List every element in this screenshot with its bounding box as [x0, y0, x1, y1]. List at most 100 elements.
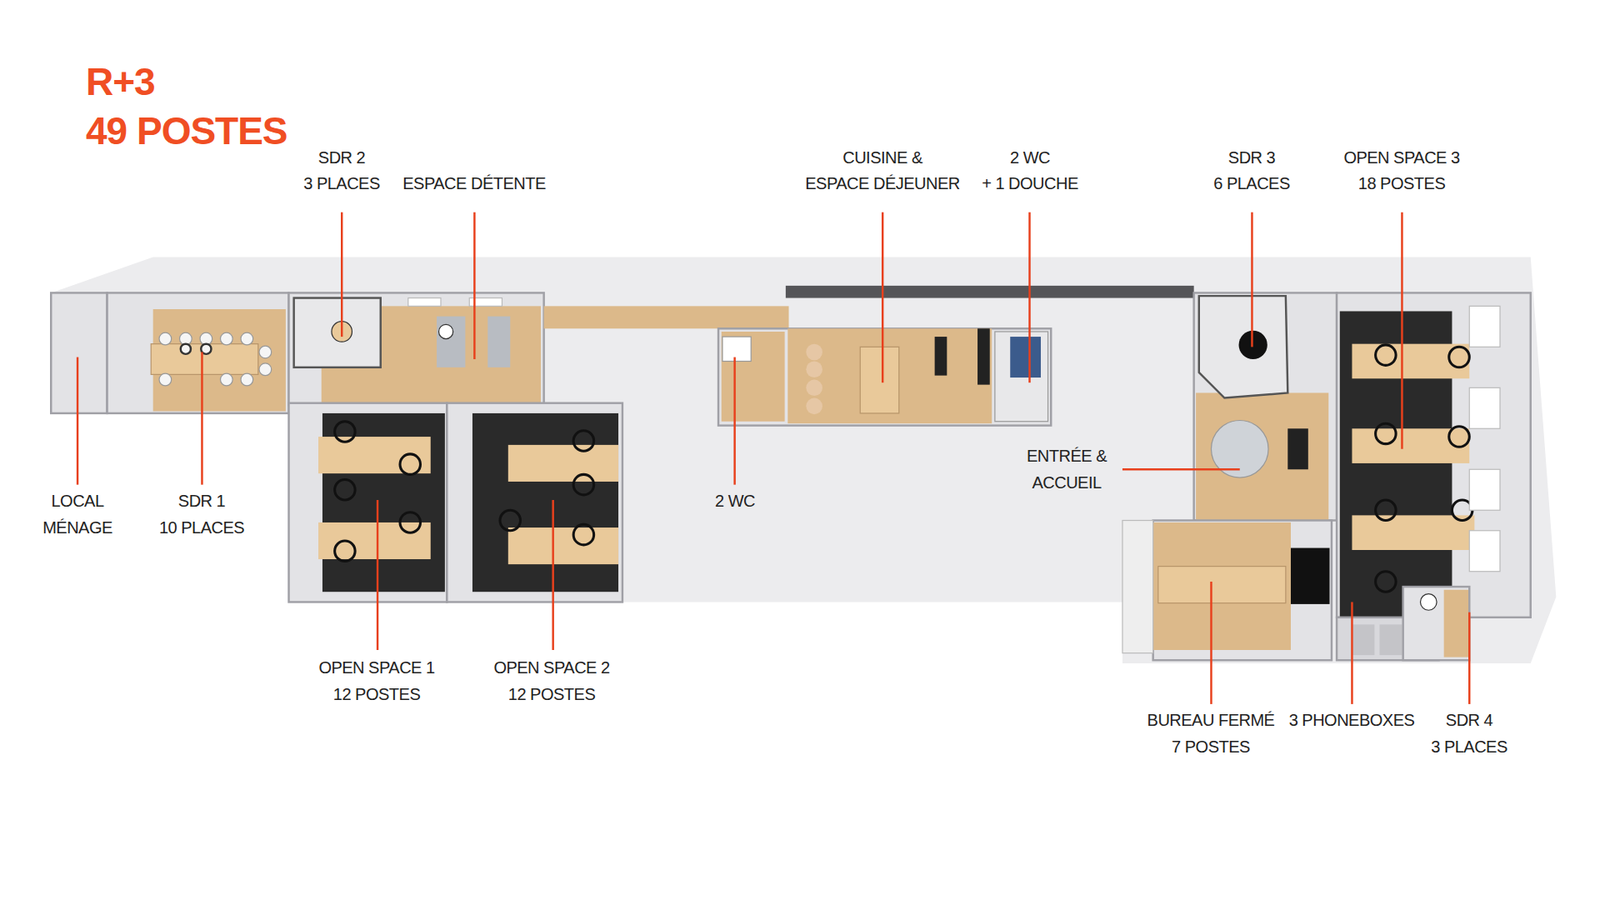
east-wing	[1153, 522, 1291, 650]
room-label: 7 POSTES	[1171, 737, 1250, 756]
open-space-2	[573, 430, 594, 451]
leader-line	[733, 357, 735, 485]
open-space-2	[446, 403, 623, 603]
open-space-1	[335, 421, 355, 442]
east-wing	[1194, 292, 1337, 520]
corridor-west	[289, 292, 790, 405]
room-label: LOCAL	[50, 491, 104, 510]
room-label: 2 WC	[1010, 148, 1050, 167]
center-wing	[860, 346, 900, 414]
east-wing	[1195, 392, 1329, 520]
open-space-3	[1449, 426, 1470, 447]
phoneboxes-and-sdr4	[1420, 594, 1437, 611]
open-space-1	[289, 403, 448, 603]
east-wing	[1287, 428, 1308, 470]
phoneboxes-and-sdr4	[1380, 624, 1403, 655]
open-space-3	[1469, 469, 1500, 510]
phoneboxes-and-sdr4	[1336, 586, 1470, 660]
room-label: ACCUEIL	[1031, 473, 1101, 492]
leader-line	[1468, 612, 1470, 705]
center-wing	[805, 344, 823, 361]
open-space-2	[573, 524, 594, 545]
center-wing	[787, 328, 992, 424]
room-label: + 1 DOUCHE	[981, 174, 1079, 193]
open-space-1	[400, 512, 420, 533]
open-space-1	[335, 480, 355, 500]
leader-line	[881, 212, 884, 383]
floor-title: R+3	[85, 60, 155, 104]
open-space-3	[1351, 515, 1475, 550]
open-space-3	[1449, 346, 1470, 367]
center-wing	[805, 360, 823, 378]
leader-line	[1028, 212, 1030, 383]
open-space-3	[1469, 305, 1500, 347]
leader-line	[551, 500, 554, 650]
center-wing	[805, 380, 823, 397]
leader-line	[376, 500, 379, 650]
room-label: SDR 2	[318, 148, 365, 167]
room-label: OPEN SPACE 3	[1343, 148, 1460, 167]
room-label: 3 PLACES	[1430, 737, 1508, 756]
open-space-2	[573, 474, 594, 495]
open-space-3	[1375, 423, 1396, 444]
open-space-2	[508, 527, 619, 565]
east-wing	[1153, 520, 1332, 660]
sdr1-room	[159, 373, 172, 386]
room-label: MÉNAGE	[42, 518, 113, 537]
corridor-west	[487, 316, 510, 368]
room-label: 10 PLACES	[159, 518, 245, 537]
sdr1-room	[220, 332, 233, 345]
east-wing	[1290, 548, 1330, 605]
sdr1-room	[180, 344, 191, 355]
building-shadow	[50, 257, 1556, 664]
center-wing	[935, 336, 948, 376]
sdr1-room	[240, 332, 254, 345]
phoneboxes-and-sdr4	[1444, 590, 1469, 658]
open-space-3	[1375, 500, 1396, 520]
leader-line	[1210, 581, 1212, 705]
leader-line	[1122, 468, 1240, 470]
corridor-west	[436, 316, 465, 368]
room-label: CUISINE &	[842, 148, 923, 167]
room-label: SDR 4	[1445, 710, 1493, 730]
room-label: ESPACE DÉTENTE	[402, 174, 546, 193]
floor-subtitle: 49 POSTES	[85, 110, 288, 153]
leader-line	[77, 212, 1470, 705]
center-wing	[1010, 336, 1041, 378]
leader-line	[200, 351, 203, 485]
center-wing	[995, 331, 1049, 422]
open-space-1	[335, 540, 355, 561]
leader-line	[1350, 601, 1353, 704]
sdr1-room	[150, 344, 259, 375]
leader-line	[1400, 212, 1403, 450]
room-label: OPEN SPACE 1	[318, 658, 435, 677]
room-label: BUREAU FERMÉ	[1147, 710, 1275, 730]
room-label: 6 PLACES	[1213, 174, 1290, 193]
room-label: 3 PLACES	[303, 174, 380, 193]
local-menage-room	[50, 292, 107, 413]
sdr1-room	[107, 292, 290, 413]
sdr1-room	[259, 363, 272, 376]
room-label: 18 POSTES	[1358, 174, 1445, 193]
open-space-2	[446, 403, 623, 603]
open-space-1	[400, 454, 420, 475]
open-space-3	[1336, 292, 1531, 617]
room-label: SDR 3	[1228, 148, 1275, 167]
room-label: 12 POSTES	[508, 685, 595, 704]
phoneboxes-and-sdr4	[1403, 586, 1470, 660]
open-space-3	[1375, 345, 1396, 365]
corridor-west	[294, 298, 381, 368]
room-label: 3 PHONEBOXES	[1289, 710, 1415, 730]
building-shadow	[50, 257, 1556, 664]
east-wing	[1199, 295, 1289, 398]
center-wing	[718, 328, 1051, 425]
corridor-west	[408, 298, 441, 307]
leader-line	[340, 212, 343, 337]
room-label: 2 WC	[715, 491, 755, 510]
sdr1-room	[240, 373, 254, 386]
center-wing	[718, 285, 1195, 426]
local-menage-room	[50, 292, 107, 413]
open-space-3	[1336, 292, 1531, 617]
corridor-west	[439, 324, 454, 339]
open-space-2	[500, 510, 520, 530]
